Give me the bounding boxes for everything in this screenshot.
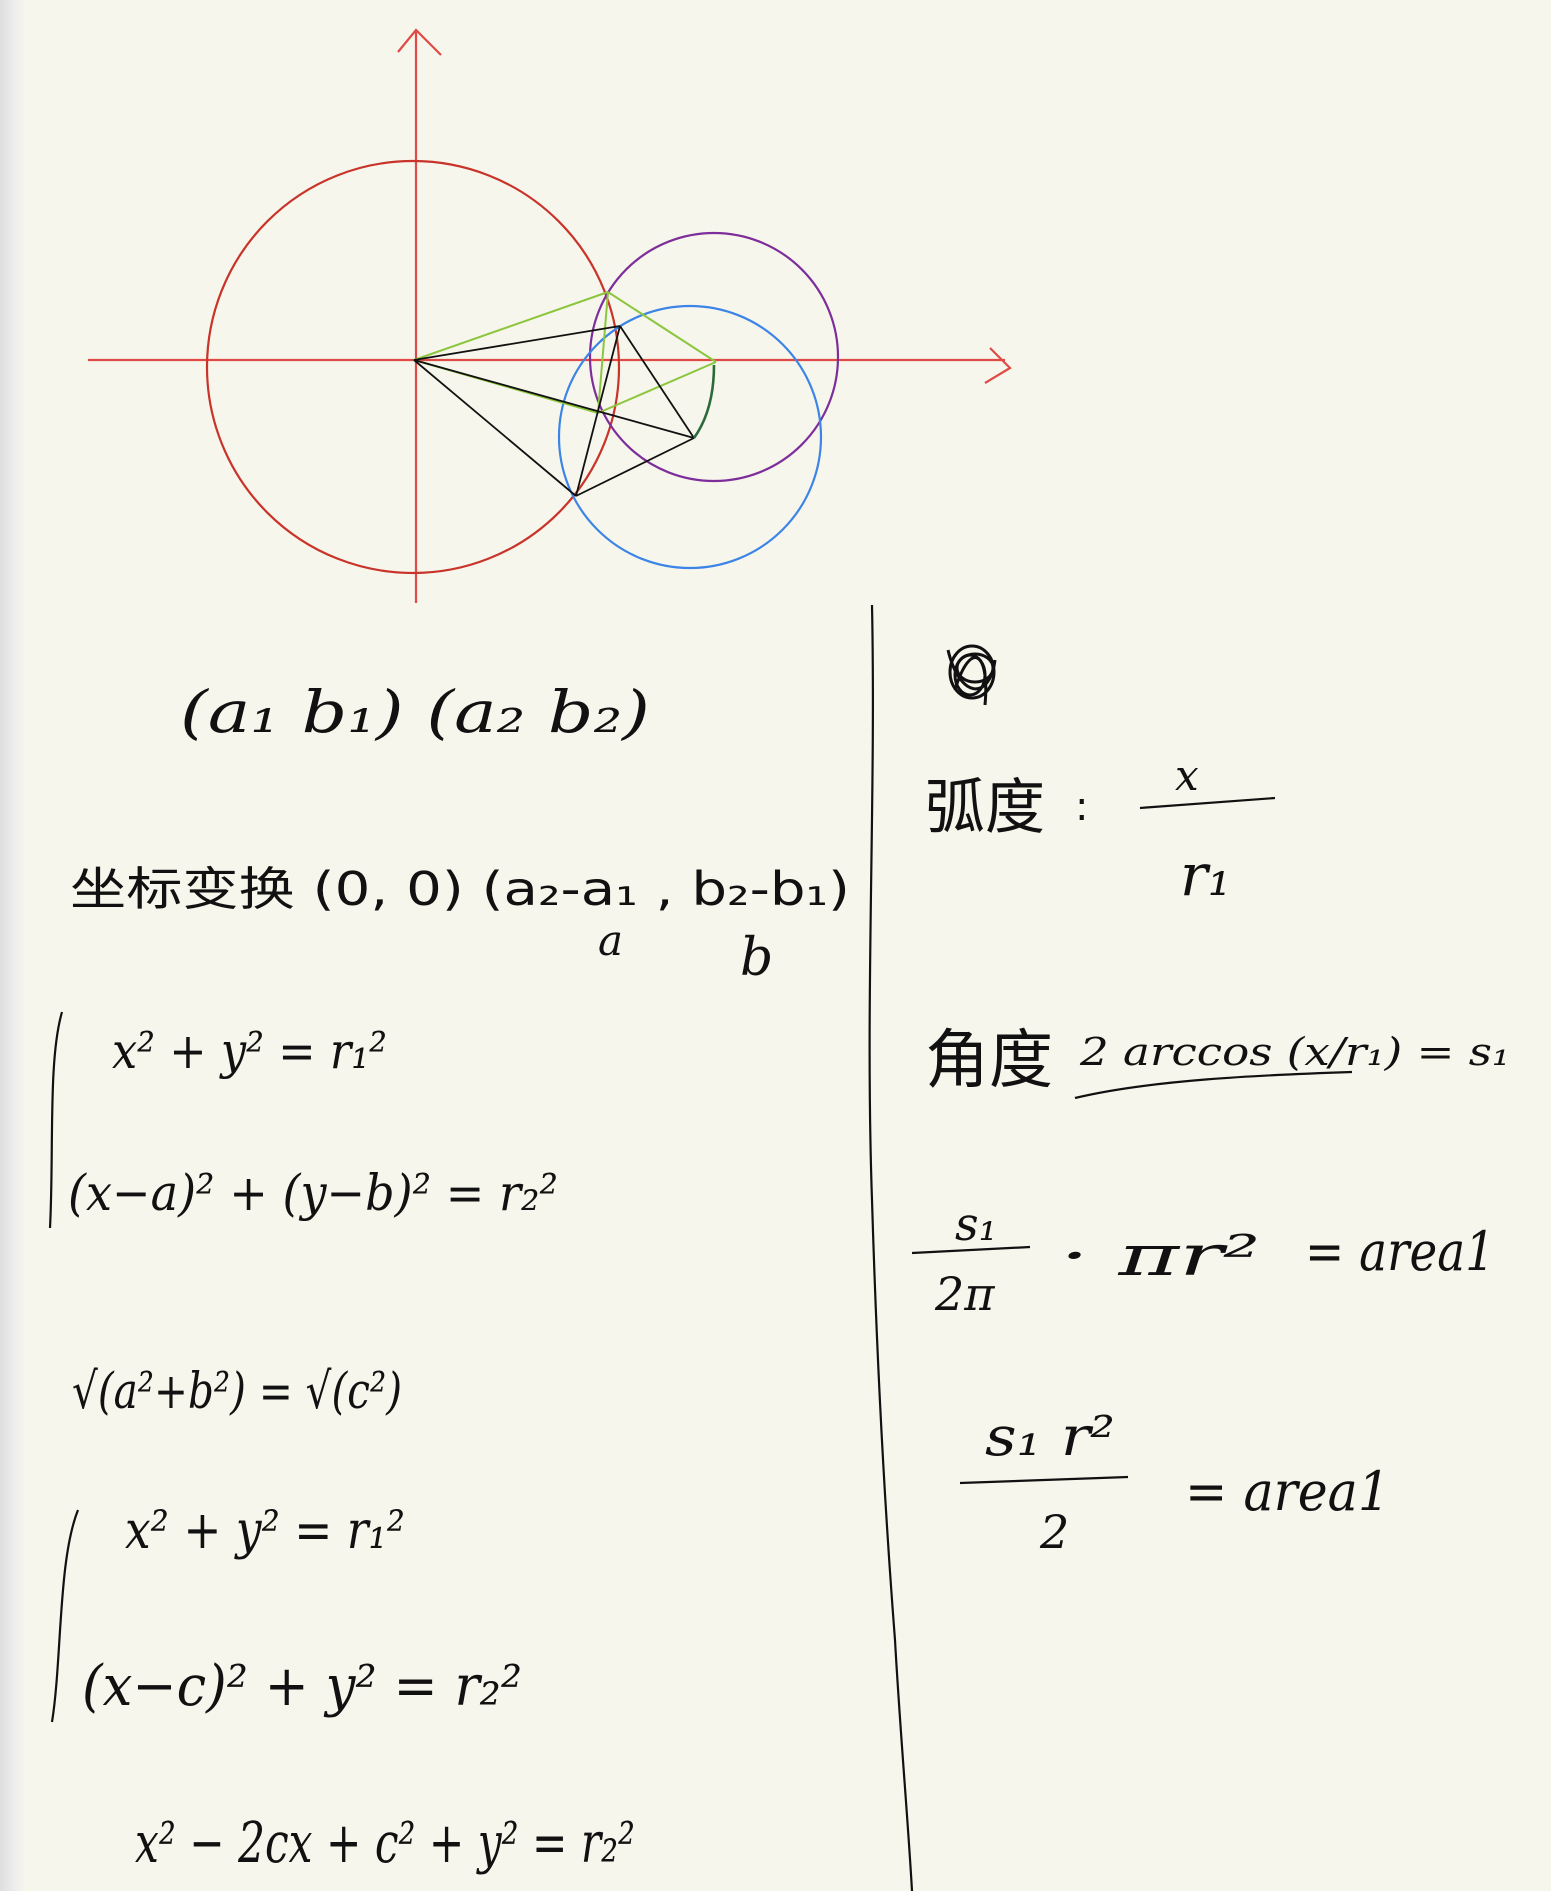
system1-eq1: x² + y² = r₁² — [112, 1022, 387, 1080]
dark-green-arc — [692, 364, 716, 439]
area2-numerator: s₁ r² — [985, 1405, 1115, 1468]
arc-colon: : — [1075, 784, 1088, 830]
page-left-edge — [0, 0, 26, 1891]
left-notes: (a₁ b₁) (a₂ b₂) 坐标变换 (0, 0) (a₂-a₁ , b₂-… — [48, 678, 850, 1876]
system2-eq1: x² + y² = r₁² — [125, 1501, 405, 1561]
page-divider — [868, 604, 914, 1891]
scribble-mark — [946, 644, 997, 706]
system2-eq2: (x−c)² + y² = r₂² — [82, 1654, 522, 1719]
arc-label: 弧度 — [925, 773, 1045, 843]
sqrt-equation: √(a²+b²) = √(c²) — [72, 1362, 402, 1420]
coord-transform-text: 坐标变换 (0, 0) (a₂-a₁ , b₂-b₁) — [70, 862, 850, 916]
label-b: b — [740, 928, 773, 988]
area-denominator: 2π — [934, 1267, 995, 1321]
area2-rhs: = area1 — [1185, 1460, 1390, 1523]
area-rhs: = area1 — [1305, 1220, 1495, 1283]
x-axis-arrowhead — [984, 347, 1012, 384]
red-circle — [205, 159, 621, 575]
expanded-equation: x² − 2cx + c² + y² = r₂² — [135, 1811, 635, 1876]
right-notes: 弧度 : x r₁ 角度 2 arccos (x/r₁) = s₁ s₁ 2π … — [911, 644, 1510, 1559]
purple-circle — [588, 231, 840, 483]
label-a: a — [598, 916, 623, 965]
blue-circle — [557, 304, 823, 570]
area2-denominator: 2 — [1039, 1505, 1069, 1559]
black-lines — [413, 325, 695, 497]
angle-underline — [1074, 1070, 1353, 1100]
arc-denominator: r₁ — [1180, 841, 1231, 909]
geometry-figure — [88, 28, 1012, 603]
system1-eq2: (x−a)² + (y−b)² = r₂² — [68, 1164, 558, 1222]
area-numerator: s₁ — [955, 1197, 997, 1251]
area2-fraction-bar — [959, 1475, 1129, 1485]
angle-label: 角度 — [925, 1024, 1053, 1098]
area-middle: · πr² — [1060, 1224, 1260, 1289]
system1-brace — [48, 1011, 64, 1229]
y-axis-arrowhead — [397, 28, 442, 56]
centers-text: (a₁ b₁) (a₂ b₂) — [180, 678, 650, 746]
arc-fraction-bar — [1139, 796, 1276, 810]
area-fraction-bar — [911, 1245, 1031, 1255]
arc-numerator: x — [1175, 751, 1199, 800]
system2-brace — [50, 1509, 80, 1723]
angle-expression: 2 arccos (x/r₁) = s₁ — [1079, 1030, 1510, 1074]
